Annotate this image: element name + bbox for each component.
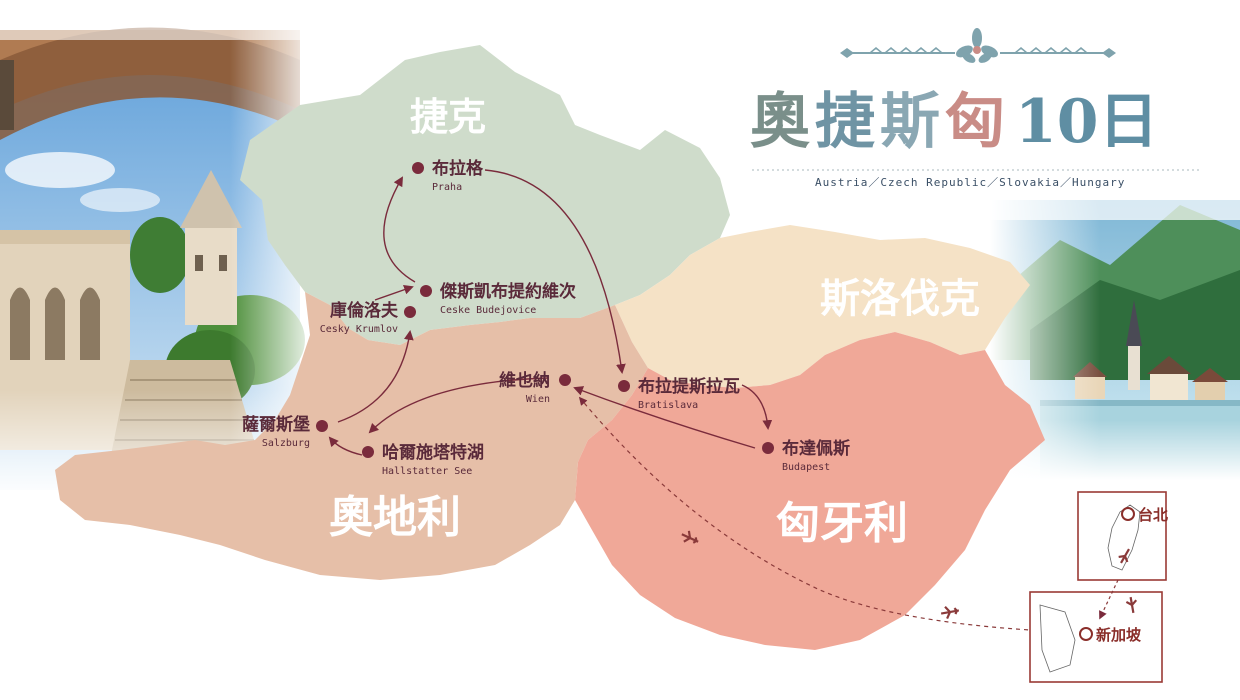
title-block: 奧 捷 斯 匈 10日 Austria／Czech Republic／Slova… — [750, 28, 1200, 189]
route-taipei-singapore — [1099, 579, 1119, 620]
city-dot — [559, 374, 571, 386]
flight-path-singapore-wien — [578, 396, 1069, 633]
title-char-2: 捷 — [815, 87, 875, 157]
city-ceske-budejovice[interactable]: 傑斯凱布提約維次 Ceske Budejovice — [420, 281, 576, 316]
city-hallstatt[interactable]: 哈爾施塔特湖 Hallstatter See — [362, 442, 484, 477]
city-dot — [362, 446, 374, 458]
city-zh-name: 布拉格 — [432, 158, 484, 179]
city-zh-name: 薩爾斯堡 — [242, 414, 310, 435]
hungary-label: 匈牙利 — [776, 498, 908, 549]
city-wien[interactable]: 維也納 Wien — [499, 370, 571, 405]
inset-taiwan: 台北 — [1077, 491, 1168, 581]
malaysia-outline — [1039, 604, 1076, 673]
city-cesky-krumlov[interactable]: 庫倫洛夫 Cesky Krumlov — [320, 300, 416, 335]
city-salzburg[interactable]: 薩爾斯堡 Salzburg — [242, 414, 328, 449]
city-dot — [412, 162, 424, 174]
city-bratislava[interactable]: 布拉提斯拉瓦 Bratislava — [618, 376, 740, 411]
plane-icon — [1125, 596, 1138, 614]
plane-icon — [681, 530, 699, 544]
city-dot — [618, 380, 630, 392]
route-wien-hallstatt — [368, 377, 549, 434]
city-en-name: Ceske Budejovice — [440, 305, 536, 316]
city-dot — [762, 442, 774, 454]
route-ceske-prague — [383, 176, 416, 283]
ornament-divider — [840, 47, 1116, 58]
city-dot — [404, 306, 416, 318]
taipei-marker — [1121, 507, 1135, 521]
route-cesky-ceske — [374, 284, 414, 301]
plane-icon — [1118, 548, 1130, 564]
city-zh-name: 維也納 — [499, 370, 550, 391]
austria-region — [55, 292, 648, 580]
title-char-4: 匈 — [945, 87, 1005, 157]
singapore-marker — [1079, 627, 1093, 641]
city-en-name: Wien — [526, 394, 550, 405]
city-zh-name: 布拉提斯拉瓦 — [638, 376, 740, 397]
title-char-1: 奧 — [750, 87, 810, 157]
route-bratislava-budapest — [741, 384, 773, 430]
plane-icon — [940, 606, 960, 620]
city-en-name: Cesky Krumlov — [320, 324, 398, 335]
hungary-region — [575, 332, 1045, 650]
route-salzburg-cesky — [337, 330, 414, 423]
city-zh-name: 哈爾施塔特湖 — [382, 442, 484, 463]
title-char-3: 斯 — [880, 87, 940, 157]
title-days: 10日 — [1015, 87, 1159, 157]
title-subtitle: Austria／Czech Republic／Slovakia／Hungary — [815, 176, 1125, 189]
inset-singapore: 新加坡 — [1029, 579, 1163, 683]
city-dot — [316, 420, 328, 432]
austria-label: 奧地利 — [329, 492, 461, 543]
route-budapest-wien — [573, 386, 756, 449]
singapore-label: 新加坡 — [1096, 626, 1141, 644]
taiwan-outline — [1107, 504, 1141, 571]
taipei-label: 台北 — [1138, 506, 1168, 524]
city-dot — [420, 285, 432, 297]
city-en-name: Budapest — [782, 462, 830, 473]
city-en-name: Praha — [432, 182, 462, 193]
czech-label: 捷克 — [410, 94, 486, 139]
city-zh-name: 布達佩斯 — [782, 438, 850, 459]
czech-region — [240, 45, 730, 345]
city-en-name: Hallstatter See — [382, 466, 472, 477]
city-en-name: Salzburg — [262, 438, 310, 449]
slovakia-region — [615, 225, 1030, 388]
city-zh-name: 庫倫洛夫 — [330, 300, 399, 321]
flower-ornament-icon — [956, 28, 998, 63]
route-hallstatt-salzburg — [328, 436, 363, 456]
city-prague[interactable]: 布拉格 Praha — [412, 158, 484, 193]
city-zh-name: 傑斯凱布提約維次 — [439, 281, 576, 302]
slovakia-label: 斯洛伐克 — [820, 275, 980, 322]
route-prague-bratislava — [484, 169, 626, 374]
route-lines — [328, 169, 773, 456]
city-en-name: Bratislava — [638, 400, 698, 411]
city-budapest[interactable]: 布達佩斯 Budapest — [762, 438, 850, 473]
